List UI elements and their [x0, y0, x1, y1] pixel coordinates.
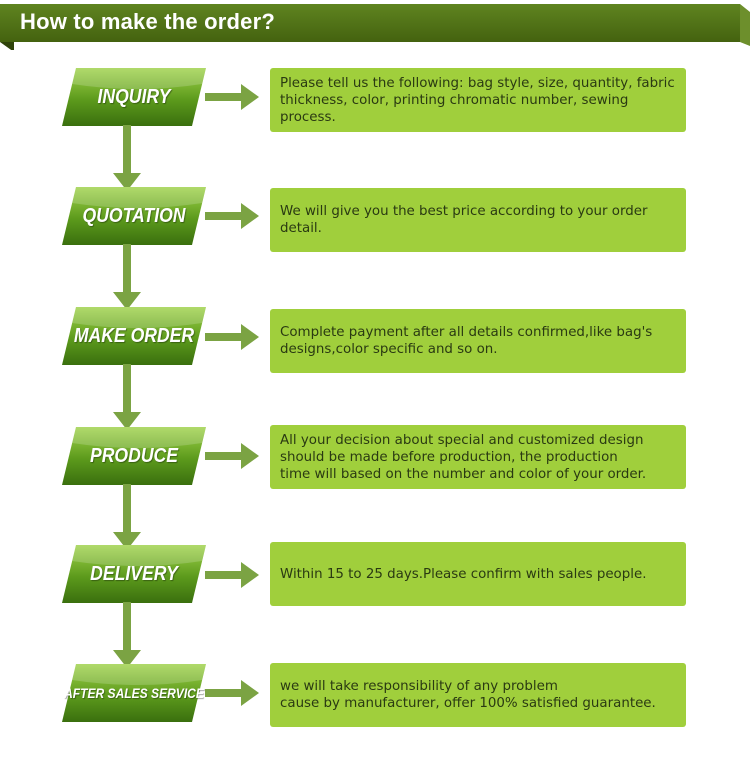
step-description: We will give you the best price accordin…	[280, 204, 648, 236]
badge-shape	[62, 545, 206, 603]
step-label: AFTER SALES SERVICE	[64, 685, 204, 701]
right-arrow-icon	[205, 203, 259, 229]
step-description-box: Please tell us the following: bag style,…	[270, 68, 686, 132]
badge-shape	[62, 187, 206, 245]
step-badge-after-sales-service: AFTER SALES SERVICE	[58, 664, 210, 722]
step-description-box: Complete payment after all details confi…	[270, 309, 686, 373]
right-arrow-icon	[205, 562, 259, 588]
step-description-box: we will take responsibility of any probl…	[270, 663, 686, 727]
step-description-box: All your decision about special and cust…	[270, 425, 686, 489]
header-banner: How to make the order?	[0, 0, 750, 50]
badge-shape	[62, 68, 206, 126]
step-description: Please tell us the following: bag style,…	[280, 75, 675, 125]
step-description-box: Within 15 to 25 days.Please confirm with…	[270, 542, 686, 606]
right-arrow-icon	[205, 443, 259, 469]
step-label: PRODUCE	[89, 444, 178, 467]
down-arrow-icon	[113, 602, 141, 668]
step-description-box: We will give you the best price accordin…	[270, 188, 686, 252]
step-badge-inquiry: INQUIRY	[58, 68, 210, 126]
badge-shape	[62, 664, 206, 722]
header-banner-shape	[0, 4, 750, 50]
down-arrow-icon	[113, 244, 141, 310]
step-badge-produce: PRODUCE	[58, 427, 210, 485]
step-label: MAKE ORDER	[73, 324, 195, 347]
down-arrow-icon	[113, 364, 141, 430]
badge-shape	[62, 427, 206, 485]
step-label: INQUIRY	[97, 85, 171, 108]
step-badge-delivery: DELIVERY	[58, 545, 210, 603]
down-arrow-icon	[113, 484, 141, 550]
step-description: Within 15 to 25 days.Please confirm with…	[280, 566, 647, 582]
step-description: All your decision about special and cust…	[280, 432, 647, 482]
step-description: we will take responsibility of any probl…	[280, 679, 656, 711]
step-description: Complete payment after all details confi…	[280, 325, 653, 357]
right-arrow-icon	[205, 680, 259, 706]
step-badge-quotation: QUOTATION	[58, 187, 210, 245]
step-badge-make-order: MAKE ORDER	[58, 307, 210, 365]
step-label: QUOTATION	[82, 204, 186, 227]
step-label: DELIVERY	[90, 562, 178, 585]
badge-shape	[62, 307, 206, 365]
right-arrow-icon	[205, 324, 259, 350]
page-title: How to make the order?	[20, 9, 275, 34]
down-arrow-icon	[113, 125, 141, 191]
right-arrow-icon	[205, 84, 259, 110]
